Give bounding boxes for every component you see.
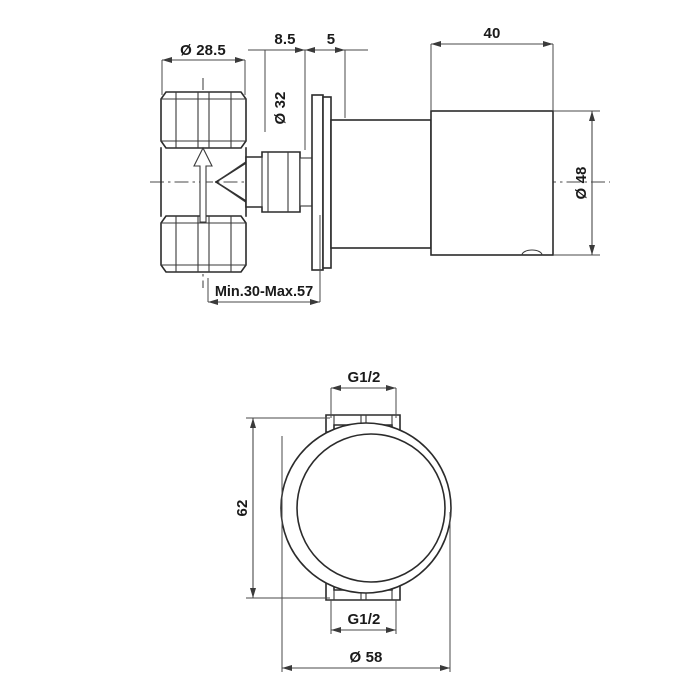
dim-label-dia-58: Ø 58 — [350, 649, 383, 666]
dimension-thread-top: G1/2 — [330, 369, 397, 418]
front-view-group: G1/2 62 G1/2 Ø 58 — [234, 369, 452, 672]
dimension-dia-32: Ø 32 — [272, 92, 289, 125]
dim-label-5: 5 — [327, 31, 335, 48]
cylinder-large — [430, 110, 554, 256]
dim-label-dia-32: Ø 32 — [272, 92, 289, 125]
dimension-5: 5 — [305, 31, 368, 118]
dim-label-40: 40 — [484, 25, 501, 42]
dimension-dia-58: Ø 58 — [281, 436, 451, 672]
dimension-min-max: Min.30-Max.57 — [207, 215, 321, 305]
dim-label-thread-top: G1/2 — [348, 369, 381, 386]
dimension-dia-28-5: Ø 28.5 — [161, 42, 246, 95]
valve-body — [160, 146, 251, 223]
top-hex-nut — [160, 91, 247, 149]
dim-label-62: 62 — [234, 500, 251, 517]
bottom-hex-nut — [160, 215, 247, 273]
dimension-40: 40 — [430, 25, 554, 111]
dimension-8-5: 8.5 — [248, 31, 306, 150]
dim-label-dia-48: Ø 48 — [573, 167, 590, 200]
side-view-group: Ø 28.5 8.5 5 40 Ø 32 — [150, 25, 610, 305]
dim-label-thread-bottom: G1/2 — [348, 611, 381, 628]
dim-label-dia-28-5: Ø 28.5 — [180, 42, 226, 59]
dim-label-min-max: Min.30-Max.57 — [215, 284, 313, 300]
dim-label-8-5: 8.5 — [274, 31, 295, 48]
inner-circle — [296, 433, 446, 583]
dimension-dia-48: Ø 48 — [553, 110, 600, 256]
dimension-thread-bottom: G1/2 — [330, 600, 397, 634]
cylinder-small — [330, 119, 432, 249]
flange-plate — [311, 94, 332, 271]
dimension-62: 62 — [234, 417, 330, 599]
threaded-spigot — [245, 151, 313, 213]
